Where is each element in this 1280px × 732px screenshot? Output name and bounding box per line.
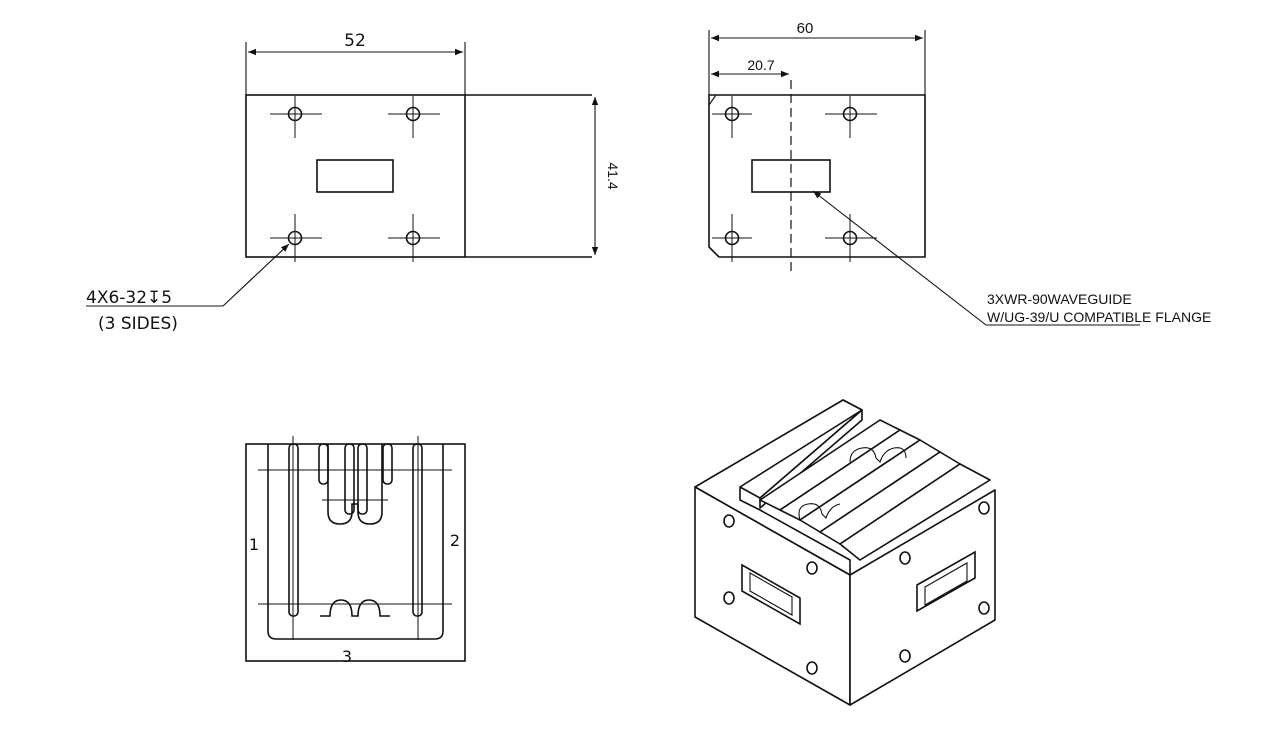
side-view: 60 20.7 3XWR-90WAVEGUIDE W/UG-39/U COMPA… <box>708 20 1211 326</box>
iso-notches-upper <box>849 447 907 464</box>
isometric-view <box>694 399 996 706</box>
hole-callout: 4X6-32↧5 (3 SIDES) <box>86 243 290 334</box>
iso-face-right <box>849 489 996 706</box>
iso-top-frame <box>694 399 863 576</box>
dimension-41-4-label: 41.4 <box>605 162 621 189</box>
top-inner-channel <box>267 444 444 640</box>
iso-aperture-right <box>916 550 976 613</box>
flange-callout-line1: 3XWR-90WAVEGUIDE <box>987 291 1132 307</box>
mounting-hole-front-tr <box>388 96 440 138</box>
right-fins <box>357 436 423 640</box>
dimension-60-label: 60 <box>797 20 814 37</box>
iso-hole-6 <box>978 501 990 515</box>
mounting-hole-side-tr <box>825 96 877 138</box>
mounting-hole-side-br <box>825 214 877 262</box>
iso-hole-2 <box>806 561 818 575</box>
iso-hole-4 <box>806 661 818 675</box>
hole-callout-line2: (3 SIDES) <box>98 314 178 334</box>
iso-hole-5 <box>899 551 911 565</box>
side-label-3: 3 <box>342 647 352 666</box>
waveguide-aperture-front <box>316 159 394 193</box>
side-view-outline <box>708 94 926 258</box>
mounting-hole-front-br <box>388 214 440 262</box>
dimension-52-label: 52 <box>344 31 366 51</box>
iso-hole-1 <box>723 514 735 528</box>
left-fins <box>288 436 355 640</box>
mounting-hole-front-tl <box>270 96 322 138</box>
dimension-width-side: 60 <box>708 20 926 95</box>
hole-callout-line1: 4X6-32↧5 <box>86 288 172 308</box>
top-upper-ridge <box>327 444 383 525</box>
dimension-height-front: 41.4 <box>591 97 621 255</box>
side-label-1: 1 <box>249 535 259 554</box>
dimension-20-7-label: 20.7 <box>747 57 774 73</box>
flange-callout-line2: W/UG-39/U COMPATIBLE FLANGE <box>987 309 1211 325</box>
top-lower-ridge <box>320 599 390 617</box>
iso-hole-8 <box>978 601 990 615</box>
iso-aperture-left <box>741 563 801 626</box>
top-view: 1 2 3 <box>245 436 466 666</box>
mounting-hole-side-bl <box>712 214 752 262</box>
side-chamfer-top <box>708 94 717 106</box>
top-view-outline <box>245 443 466 662</box>
flange-callout: 3XWR-90WAVEGUIDE W/UG-39/U COMPATIBLE FL… <box>812 190 1211 326</box>
dimension-width-front: 52 <box>245 31 466 95</box>
iso-hole-7 <box>899 649 911 663</box>
front-view-outline <box>245 94 466 258</box>
side-label-2: 2 <box>450 531 460 550</box>
mounting-hole-side-tl <box>712 96 752 138</box>
iso-hole-3 <box>723 591 735 605</box>
iso-fin-5 <box>839 463 991 561</box>
front-view: 52 41.4 4X6-32↧5 (3 SIDES) <box>86 31 621 334</box>
iso-notches-lower <box>798 503 841 521</box>
dimension-offset-side: 20.7 <box>711 57 789 78</box>
mounting-hole-front-bl <box>270 214 322 262</box>
